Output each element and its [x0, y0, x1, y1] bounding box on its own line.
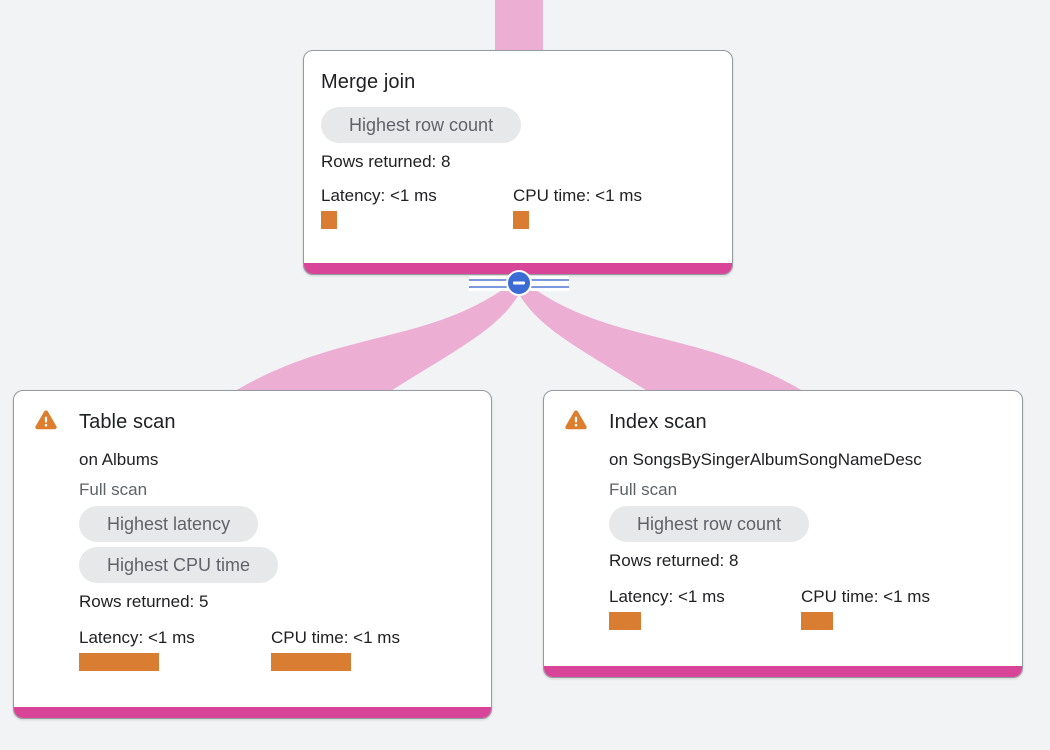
latency-metric: Latency: <1 ms [609, 586, 801, 630]
latency-bar [79, 653, 159, 671]
latency-label: Latency: <1 ms [79, 628, 195, 647]
node-index-scan[interactable]: Index scan on SongsBySingerAlbumSongName… [543, 390, 1023, 678]
highlight-badge: Highest row count [609, 506, 810, 542]
scan-mode: Full scan [79, 480, 148, 499]
latency-bar [321, 211, 337, 229]
highlight-badge: Highest CPU time [79, 547, 279, 583]
highlight-badge: Highest latency [79, 506, 259, 542]
latency-label: Latency: <1 ms [609, 587, 725, 606]
latency-bar [609, 612, 641, 630]
metrics-row: Latency: <1 ms CPU time: <1 ms [321, 185, 716, 229]
rows-returned: Rows returned: 8 [321, 152, 451, 171]
node-title: Merge join [321, 71, 416, 93]
edge-ribbon-right-child [519, 286, 808, 394]
cpu-time-bar [801, 612, 833, 630]
rows-returned: Rows returned: 5 [79, 592, 209, 611]
scan-mode: Full scan [609, 480, 678, 499]
cpu-time-metric: CPU time: <1 ms [801, 586, 993, 630]
node-merge-join[interactable]: Merge join Highest row count Rows return… [303, 50, 733, 275]
latency-label: Latency: <1 ms [321, 186, 437, 205]
scan-target: on SongsBySingerAlbumSongNameDesc [609, 450, 922, 469]
latency-metric: Latency: <1 ms [79, 627, 271, 671]
cpu-time-bar [513, 211, 529, 229]
node-accent-bar [304, 263, 732, 274]
edge-ribbon-left-child [230, 286, 519, 394]
node-accent-bar [14, 707, 491, 718]
parent-edge-ribbon [495, 0, 543, 53]
cpu-time-metric: CPU time: <1 ms [513, 185, 705, 229]
node-title: Table scan [79, 411, 176, 433]
cpu-time-label: CPU time: <1 ms [513, 186, 642, 205]
collapse-button[interactable] [506, 270, 532, 296]
badge-stack: Highest latency Highest CPU time [79, 506, 475, 583]
node-table-scan[interactable]: Table scan on Albums Full scan Highest l… [13, 390, 492, 719]
warning-icon [565, 410, 587, 430]
metrics-row: Latency: <1 ms CPU time: <1 ms [609, 586, 1006, 630]
highlight-badge: Highest row count [321, 107, 522, 143]
node-accent-bar [544, 666, 1022, 677]
cpu-time-metric: CPU time: <1 ms [271, 627, 463, 671]
warning-icon [35, 410, 57, 430]
minus-icon [513, 281, 525, 285]
rows-returned: Rows returned: 8 [609, 551, 739, 570]
cpu-time-bar [271, 653, 351, 671]
cpu-time-label: CPU time: <1 ms [801, 587, 930, 606]
latency-metric: Latency: <1 ms [321, 185, 513, 229]
node-title: Index scan [609, 411, 707, 433]
badge-stack: Highest row count [609, 506, 1006, 542]
cpu-time-label: CPU time: <1 ms [271, 628, 400, 647]
scan-target: on Albums [79, 450, 159, 469]
metrics-row: Latency: <1 ms CPU time: <1 ms [79, 627, 475, 671]
